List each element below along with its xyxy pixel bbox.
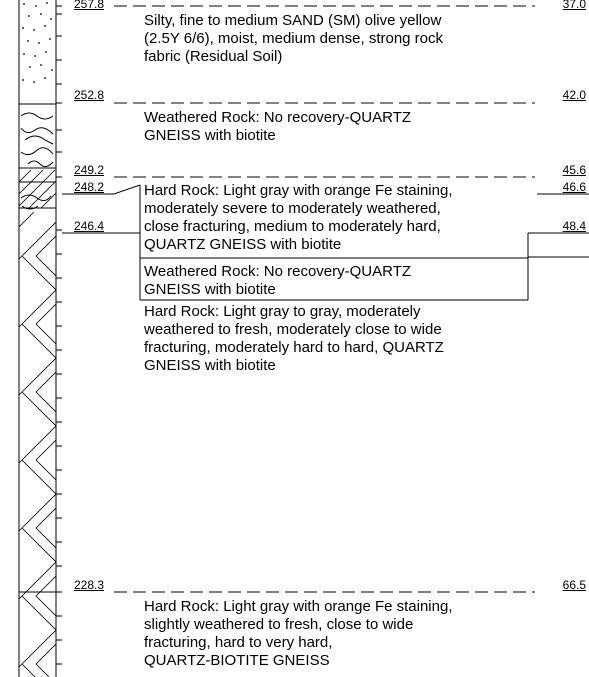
elevation-label: 246.4 xyxy=(74,219,105,233)
description-line: Hard Rock: Light gray with orange Fe sta… xyxy=(144,598,453,615)
description-line: Hard Rock: Light gray with orange Fe sta… xyxy=(144,182,453,199)
depth-label: 46.6 xyxy=(562,180,586,194)
depth-label: 66.5 xyxy=(562,578,586,592)
stratum-connectors xyxy=(56,5,589,593)
elevation-label: 248.2 xyxy=(74,180,105,194)
elevation-label: 257.8 xyxy=(74,0,105,11)
description-line: QUARTZ-BIOTITE GNEISS xyxy=(144,652,330,669)
description-line: Weathered Rock: No recovery-QUARTZ xyxy=(144,109,412,126)
stratum-boundaries xyxy=(114,5,535,593)
description-line: GNEISS with biotite xyxy=(144,127,276,144)
stratum-description: Weathered Rock: No recovery-QUARTZ GNEIS… xyxy=(144,109,411,145)
weathered-rock-pattern xyxy=(20,112,54,210)
hard-rock-hatch-pattern xyxy=(19,169,56,209)
description-line: Weathered Rock: No recovery-QUARTZ xyxy=(144,263,412,280)
description-line: QUARTZ GNEISS with biotite xyxy=(144,236,342,253)
stratum-description: Hard Rock: Light gray with orange Fe sta… xyxy=(144,598,453,670)
description-line: moderately severe to moderately weathere… xyxy=(144,200,441,217)
gneiss-chevron-pattern xyxy=(19,211,56,677)
depth-label: 42.0 xyxy=(562,88,586,102)
description-line: close fracturing, medium to moderately h… xyxy=(144,218,441,235)
strata-column xyxy=(18,0,57,677)
description-line: (2.5Y 6/6), moist, medium dense, strong … xyxy=(144,30,444,47)
description-line: Hard Rock: Light gray to gray, moderatel… xyxy=(144,303,421,320)
description-line: fracturing, moderately hard to hard, QUA… xyxy=(144,339,444,356)
depth-ticks xyxy=(56,13,62,665)
stratum-description: Hard Rock: Light gray with orange Fe sta… xyxy=(144,182,453,254)
description-line: GNEISS with biotite xyxy=(144,281,276,298)
description-line: weathered to fresh, moderately close to … xyxy=(144,321,442,338)
description-line: GNEISS with biotite xyxy=(144,357,276,374)
soil-stipple-pattern xyxy=(22,2,53,83)
description-line: slightly weathered to fresh, close to wi… xyxy=(144,616,414,633)
depth-label: 45.6 xyxy=(562,163,586,177)
stratum-description: Hard Rock: Light gray to gray, moderatel… xyxy=(144,303,444,375)
description-line: Silty, fine to medium SAND (SM) olive ye… xyxy=(144,12,442,29)
stratum-description: Weathered Rock: No recovery-QUARTZ GNEIS… xyxy=(144,263,411,299)
elevation-label: 228.3 xyxy=(74,578,105,592)
description-line: fracturing, hard to very hard, xyxy=(144,634,333,651)
depth-label: 48.4 xyxy=(562,219,586,233)
depth-label: 37.0 xyxy=(562,0,586,11)
elevation-label: 252.8 xyxy=(74,88,105,102)
elevation-label: 249.2 xyxy=(74,163,105,177)
stratum-description: Silty, fine to medium SAND (SM) olive ye… xyxy=(144,12,443,66)
description-line: fabric (Residual Soil) xyxy=(144,48,283,65)
